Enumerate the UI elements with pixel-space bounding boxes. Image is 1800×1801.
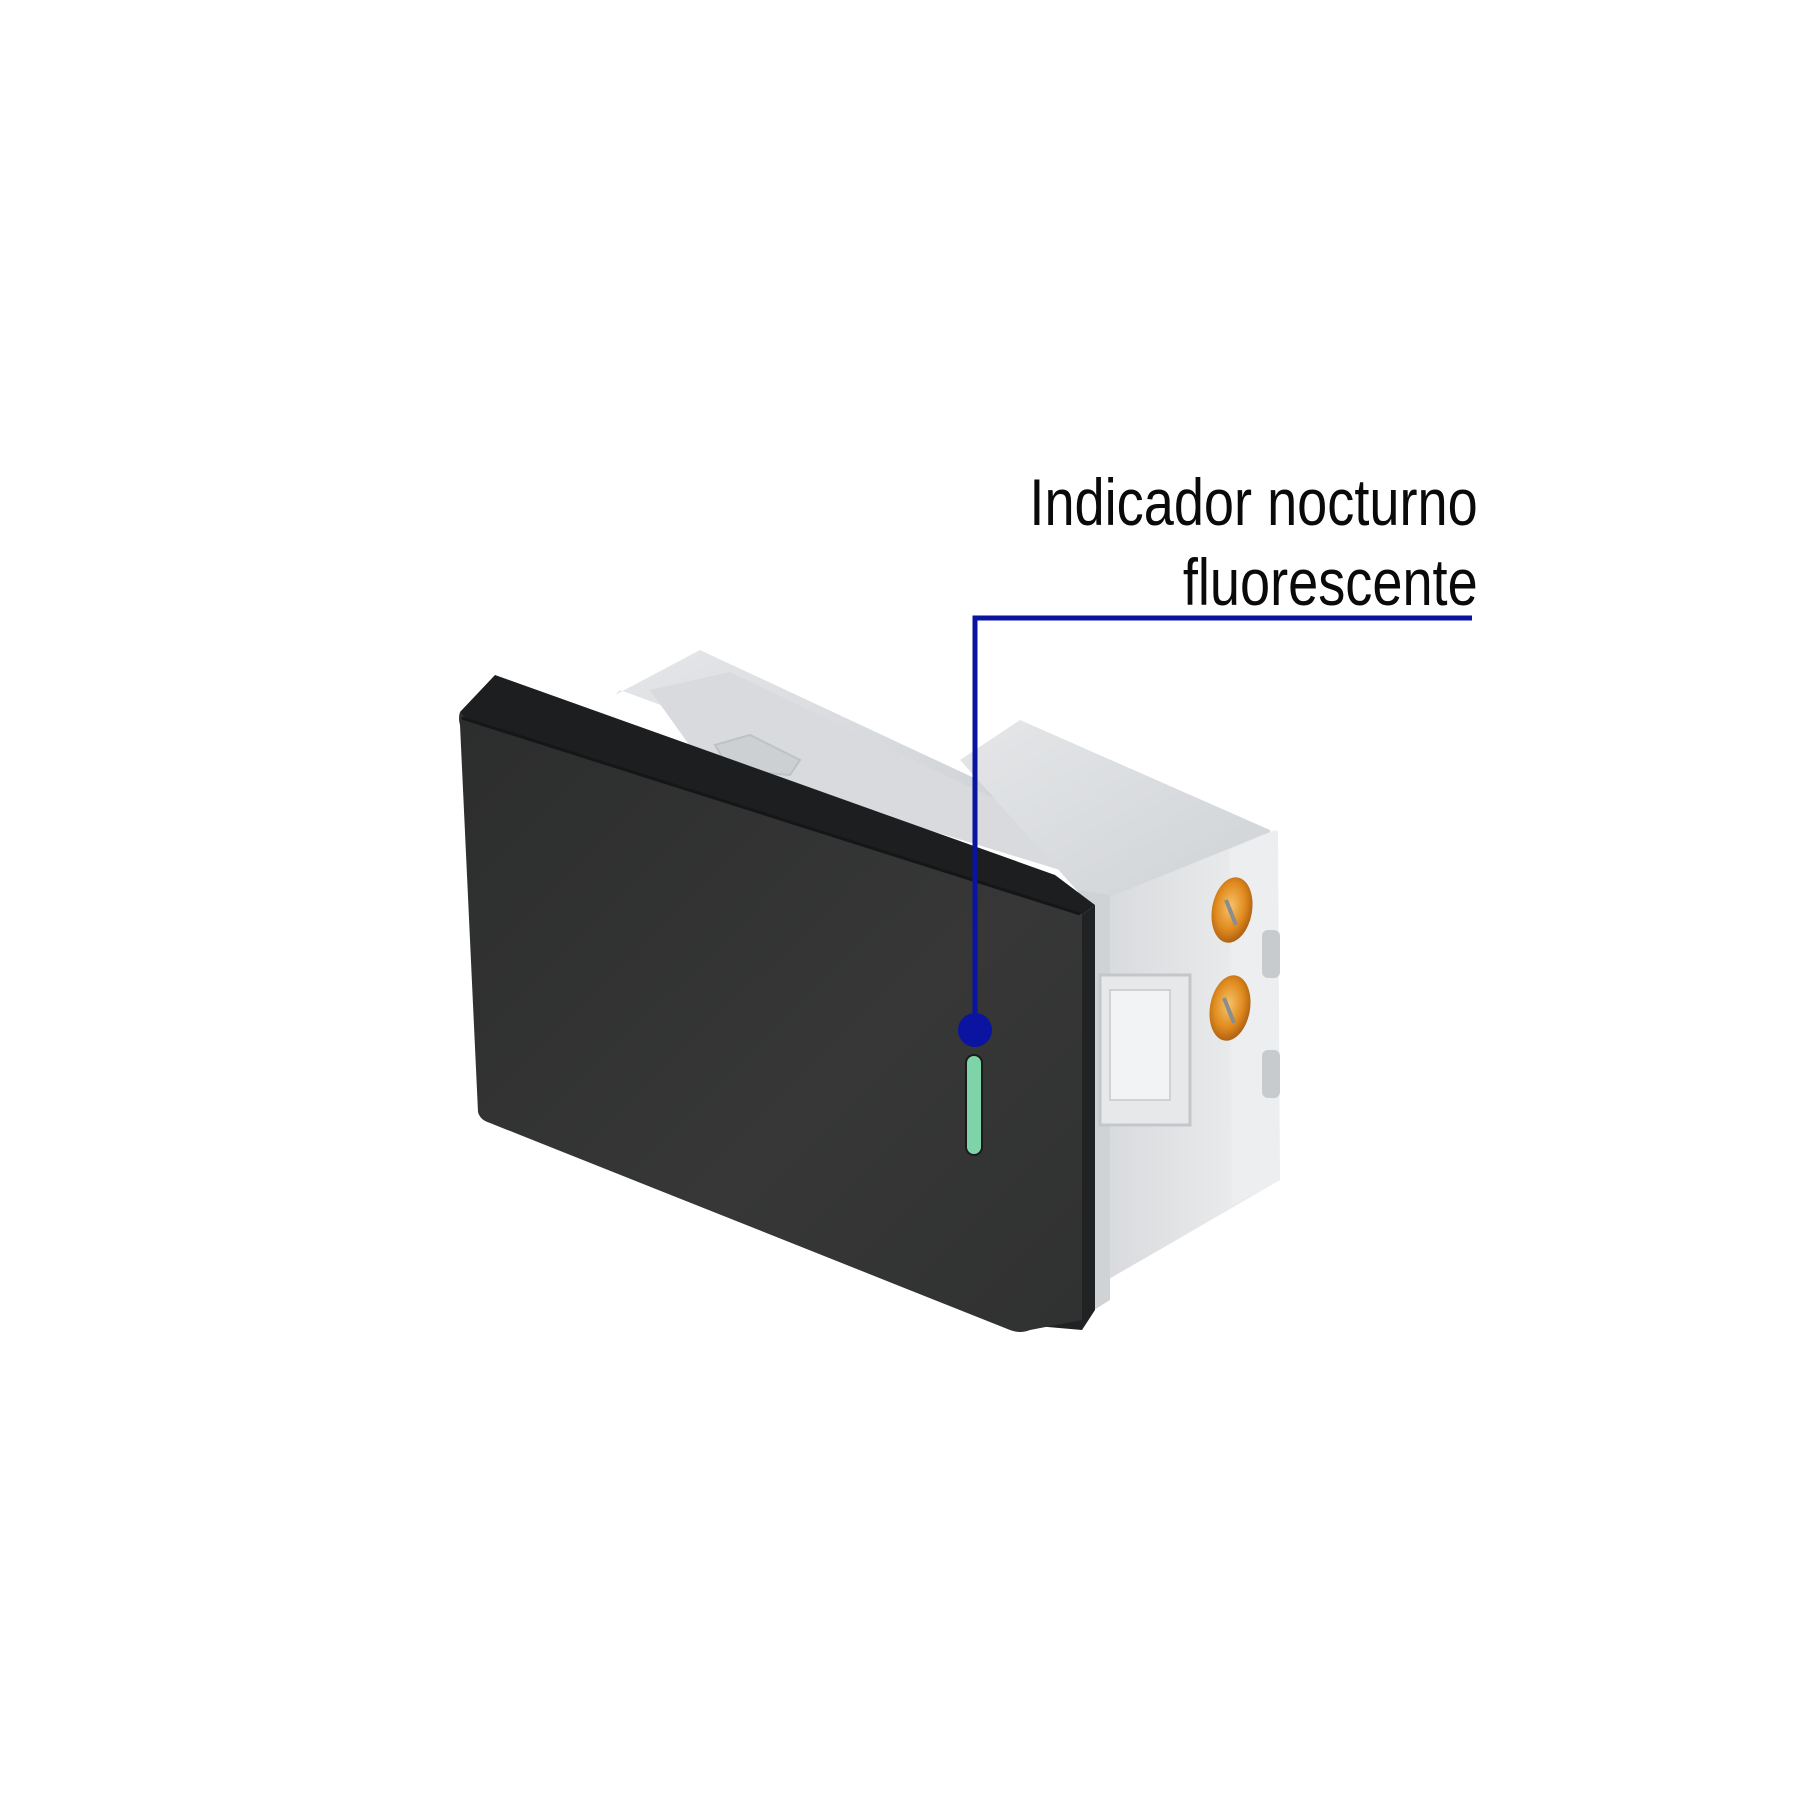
callout-line-2: fluorescente bbox=[1183, 545, 1478, 619]
callout-line-1: Indicador nocturno bbox=[1029, 465, 1478, 539]
callout-dot bbox=[958, 1013, 992, 1047]
callout-label: Indicador nocturno fluorescente bbox=[1030, 462, 1478, 622]
rocker-switch bbox=[459, 675, 1095, 1332]
housing bbox=[615, 650, 1280, 1320]
callout-leader bbox=[958, 615, 1472, 1047]
night-indicator bbox=[965, 1054, 983, 1156]
terminal-screws bbox=[1209, 877, 1253, 1041]
